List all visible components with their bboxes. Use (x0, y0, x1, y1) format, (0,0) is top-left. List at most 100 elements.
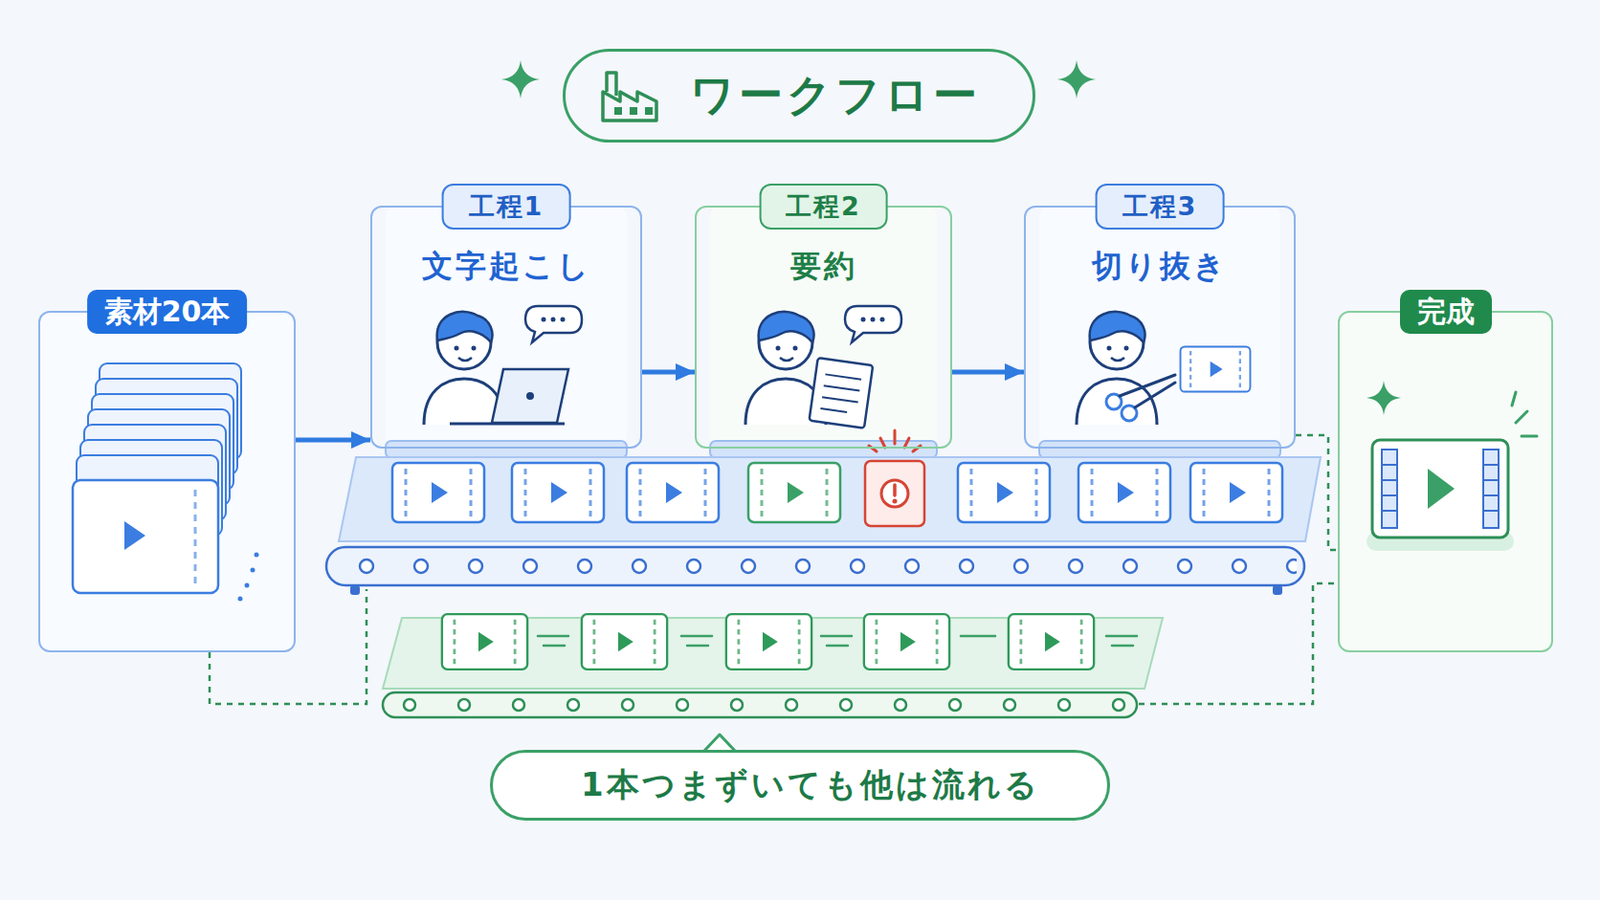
title-decor-use (1057, 60, 1096, 99)
material-stack-circle (254, 553, 260, 558)
done-film-rect (1381, 449, 1398, 529)
bypass-conveyor-path (209, 589, 367, 705)
people-g-line (822, 397, 859, 402)
people-g-line (823, 385, 861, 391)
process-box: 工程2要約 (694, 205, 953, 449)
main-conveyor-use (511, 463, 604, 523)
done-film-use (1366, 380, 1401, 416)
main-conveyor-rect (339, 547, 1297, 586)
people-circle (526, 392, 534, 400)
material-stack-circle (238, 597, 244, 602)
people-use (423, 311, 505, 425)
main-conveyor-use (626, 463, 719, 523)
material-stack-rect (72, 480, 219, 594)
box-fills-rect (710, 205, 937, 449)
box-tag: 完成 (1400, 289, 1492, 334)
done-film (1366, 380, 1537, 552)
bypass-conveyor-rect (382, 692, 1137, 718)
step-label: 工程3 (1095, 183, 1225, 230)
note-pill: 1本つまずいても他は流れる (489, 750, 1111, 822)
people-g-line (824, 374, 862, 379)
material-stack-line (194, 489, 198, 584)
people-use (844, 306, 902, 343)
bypass-conveyor-use (864, 614, 950, 670)
people-line (449, 422, 565, 426)
step-label: 工程1 (442, 183, 572, 230)
main-conveyor (326, 430, 1321, 596)
done-film-path (1427, 468, 1455, 510)
title: ワークフロー (689, 51, 981, 140)
people-g-rect (809, 357, 874, 428)
main-conveyor-use (1190, 463, 1283, 523)
step-title: 要約 (696, 245, 951, 287)
people-path (491, 369, 569, 423)
title-pill: ワークフロー (562, 48, 1036, 143)
people-use (525, 306, 582, 343)
main-conveyor-rect (326, 547, 1305, 586)
material-stack-circle (244, 583, 250, 589)
step-title: 切り抜き (1025, 245, 1294, 287)
bypass-conveyor-path (1138, 583, 1338, 705)
box-fills-rect (1039, 205, 1281, 449)
flow-arrow (295, 438, 371, 444)
title-decor-use (501, 60, 540, 99)
main-conveyor-rect (1272, 585, 1283, 596)
bypass-conveyor-path (704, 734, 735, 752)
bypass-conveyor-path (537, 636, 1137, 646)
material-stack (72, 363, 260, 602)
main-conveyor-rect (1039, 441, 1281, 459)
main-conveyor-use (1078, 463, 1171, 523)
main-conveyor-path (338, 457, 1321, 542)
box-fills-rect (38, 311, 296, 653)
bypass-conveyor-rect (382, 692, 1137, 718)
people-g (809, 357, 874, 428)
people-use (1076, 311, 1157, 425)
tagged-box: 素材20本 (38, 311, 296, 653)
bypass-conveyor-use (1008, 614, 1094, 670)
bypass-conveyor-use (726, 614, 812, 670)
error-card-circle (892, 499, 898, 505)
step-label: 工程2 (758, 183, 889, 230)
error-card-rect (865, 461, 925, 527)
done-film-path (1511, 392, 1537, 437)
error-card-circle (881, 480, 909, 508)
flow-arrow (952, 370, 1024, 376)
note-text: 1本つまずいても他は流れる (580, 753, 1041, 819)
main-conveyor-use (748, 463, 841, 523)
people-path (1119, 375, 1176, 408)
flow-arrow (642, 370, 695, 376)
tagged-box: 完成 (1337, 311, 1554, 653)
process-box: 工程1文字起こし (370, 205, 643, 449)
material-stack-path (124, 521, 146, 551)
main-conveyor-use (957, 463, 1050, 523)
title-decor-path (602, 72, 657, 121)
done-film-rect (1372, 440, 1509, 538)
bypass-conveyor-use (442, 614, 528, 670)
box-fills-rect (385, 205, 627, 449)
box-fills (38, 205, 1554, 653)
title-decor-rect (614, 107, 623, 115)
flow-arrow (1295, 435, 1338, 551)
box-fills-rect (1337, 311, 1554, 653)
title-decor-rect (644, 107, 653, 115)
people (423, 306, 1250, 429)
main-conveyor-use (392, 463, 485, 523)
main-conveyor-rect (385, 441, 627, 459)
people-g-line (820, 408, 847, 413)
people-use (1180, 346, 1251, 392)
error-card-line (892, 485, 897, 496)
bypass-conveyor-use (581, 614, 667, 670)
box-tag: 素材20本 (87, 289, 248, 334)
main-conveyor-rect (350, 585, 360, 596)
done-film-path (1381, 465, 1499, 512)
main-conveyor-rect (710, 441, 937, 459)
error-card (865, 430, 925, 527)
process-box: 工程3切り抜き (1023, 205, 1296, 449)
material-stack-circle (250, 568, 256, 574)
step-title: 文字起こし (372, 245, 641, 287)
title-decor-rect (629, 107, 638, 115)
done-film-rect (1483, 449, 1499, 529)
bypass-conveyor (209, 583, 1338, 752)
